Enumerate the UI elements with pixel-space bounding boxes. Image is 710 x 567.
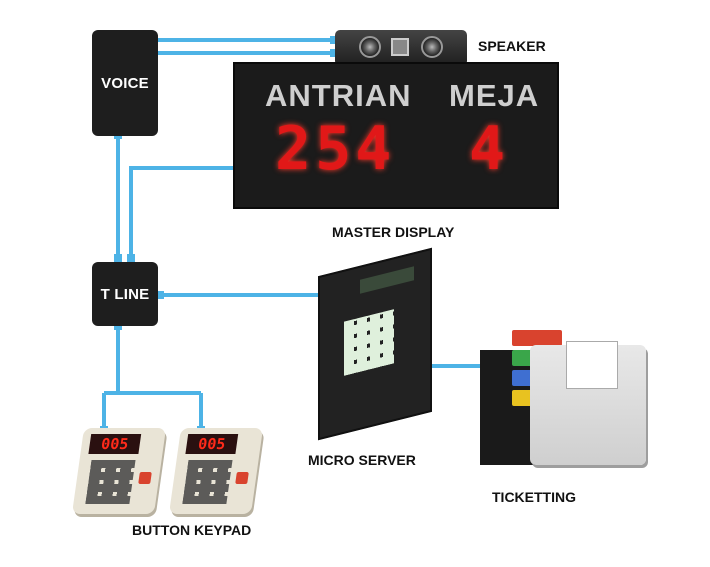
keypad-1-keys-icon [85, 460, 136, 504]
speaker-label: SPEAKER [478, 38, 546, 54]
voice-node: VOICE [92, 30, 158, 136]
button-keypad-2: 005 [168, 428, 264, 514]
display-header-antrian: ANTRIAN [265, 78, 412, 113]
micro-server-label: MICRO SERVER [308, 452, 416, 468]
ticketting-label: TICKETTING [492, 489, 576, 505]
t-line-label: T LINE [100, 285, 150, 303]
ticket-printer-icon [530, 341, 646, 465]
master-display-label: MASTER DISPLAY [332, 224, 455, 240]
speaker-device [335, 30, 467, 66]
button-keypad-1: 005 [71, 428, 167, 514]
keypad-1-readout: 005 [88, 434, 142, 454]
counter-number-readout: 4 [469, 114, 510, 184]
speaker-cone-right [421, 36, 443, 58]
keypad-1-red-key-icon [138, 472, 152, 484]
server-screen [360, 266, 414, 294]
master-tline-line [129, 166, 233, 260]
voice-label: VOICE [101, 74, 149, 92]
master-display: ANTRIAN MEJA 254 4 [233, 62, 559, 209]
t-line-node: T LINE [92, 262, 158, 326]
keypad-2-keys-icon [182, 460, 233, 504]
display-header-meja: MEJA [449, 78, 540, 113]
keypad-2-red-key-icon [235, 472, 249, 484]
queue-number-readout: 254 [275, 114, 396, 184]
ticket-dispenser-icon [480, 350, 538, 465]
printer-paper [566, 341, 618, 389]
button-keypad-label: BUTTON KEYPAD [132, 522, 252, 538]
micro-server-device [318, 247, 432, 441]
keypad-2-readout: 005 [185, 434, 239, 454]
ticket-button-red-icon [512, 330, 562, 346]
server-keypad-icon [344, 309, 394, 376]
speaker-cone-left [359, 36, 381, 58]
speaker-tweeter [391, 38, 409, 56]
